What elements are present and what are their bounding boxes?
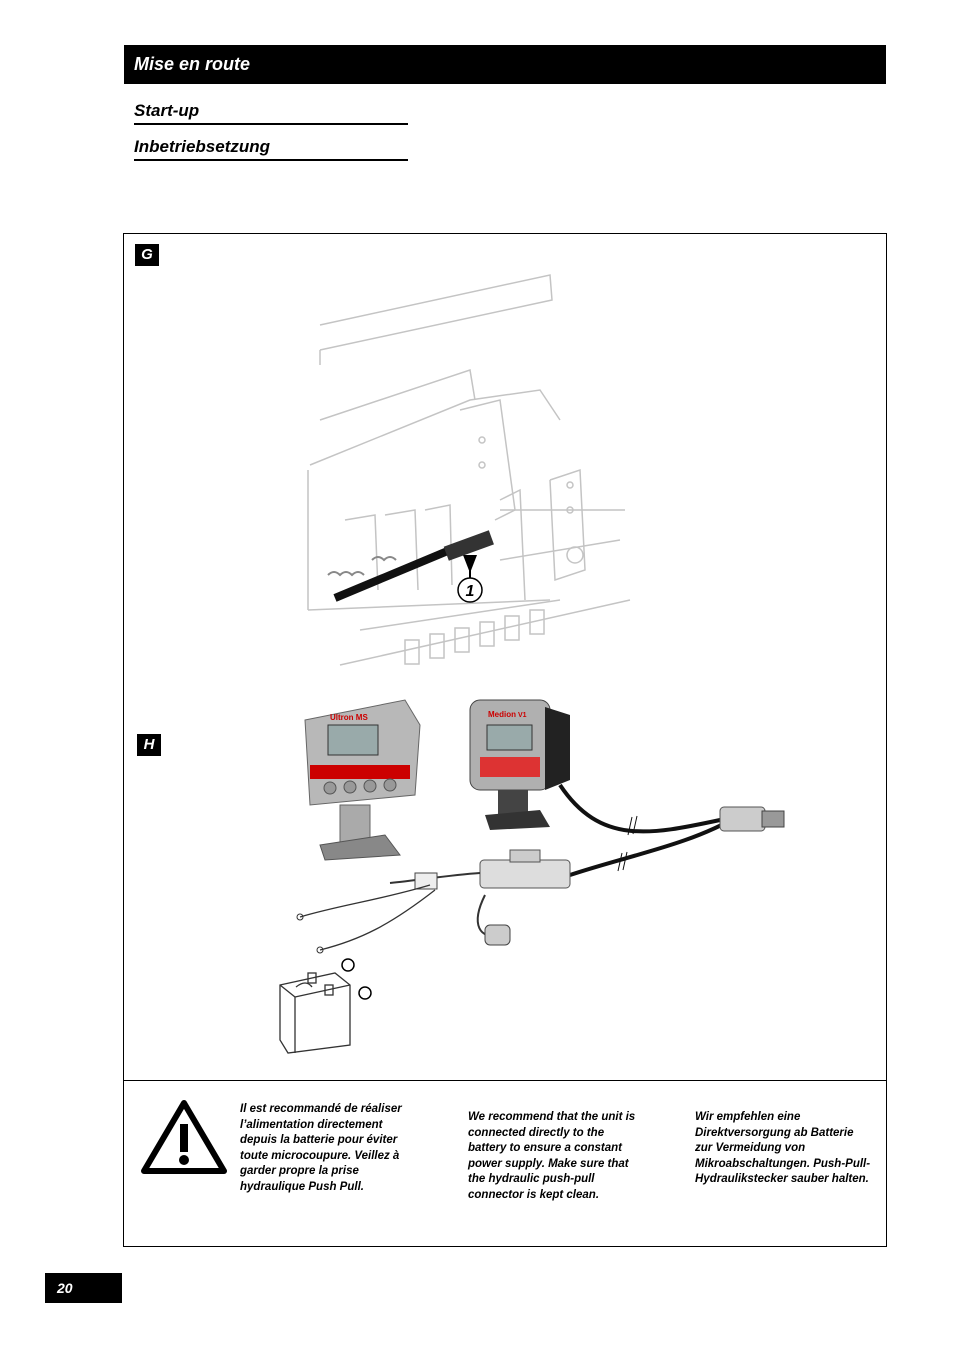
section-title: Mise en route [134,54,251,74]
callout-number: 1 [466,583,475,600]
warning-text-fr: Il est recommandé de réaliser l’alimenta… [240,1103,402,1193]
warning-text-en: We recommend that the unit is connected … [468,1111,636,1201]
subtitle-german: Inbetriebsetzung [134,137,408,161]
medion-badge: V1 [518,712,527,719]
hydraulic-connector-illustration: 1 [307,274,631,666]
section-header: Mise en route [124,45,886,84]
subtitle-english: Start-up [134,101,408,125]
warning-triangle-icon [141,1100,227,1174]
page-number: 20 [57,1280,73,1296]
page-number-box: 20 [45,1273,122,1303]
medion-display-unit: Medion V1 [469,699,570,830]
figure-label-h: H [137,734,161,756]
figure-label-g: G [135,244,159,266]
ultron-display-unit: Ultron MS [304,699,421,861]
control-unit-wiring-illustration: Ultron MS Medion V1 [279,699,785,1054]
frame-divider [123,1080,887,1081]
ultron-label: Ultron MS [330,713,368,722]
warning-text-de: Wir empfehlen eine Direktversorgung ab B… [695,1111,871,1185]
battery [279,972,351,1054]
medion-label: Medion [488,710,516,719]
figure-frame [123,233,887,1247]
